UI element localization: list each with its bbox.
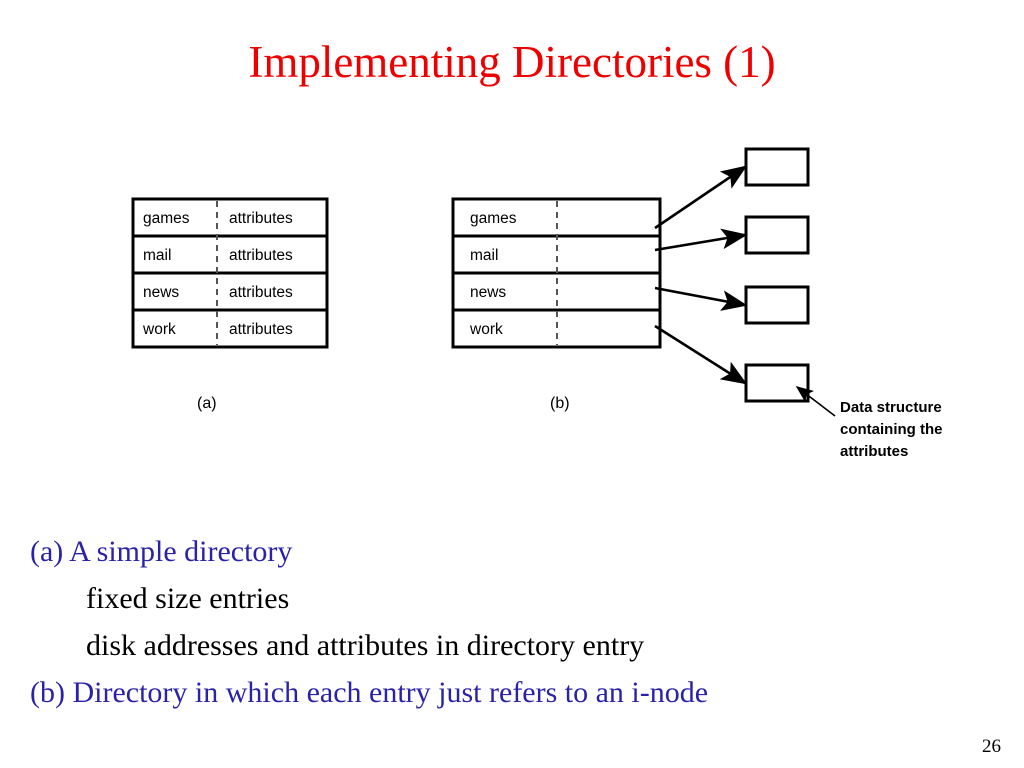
annotation-line-1: Data structure <box>840 399 942 416</box>
pointer-arrow-mail <box>654 228 748 252</box>
table-row: news <box>470 284 506 301</box>
entry-name: news <box>143 284 179 301</box>
entry-name: games <box>470 210 517 227</box>
page-title: Implementing Directories (1) <box>248 37 776 87</box>
figure-caption-a: (a) <box>197 395 217 412</box>
inode-box-list <box>744 147 810 403</box>
pointer-arrow-news <box>654 286 748 311</box>
entry-name: mail <box>470 247 498 264</box>
inode-box <box>744 215 810 255</box>
page-number: 26 <box>982 736 1001 757</box>
table-row: news attributes <box>143 284 293 301</box>
entry-value: attributes <box>229 321 293 338</box>
bullet-item-a-sub-1: fixed size entries <box>86 582 290 615</box>
inode-box <box>744 147 810 187</box>
entry-value: attributes <box>229 284 293 301</box>
entry-name: work <box>142 321 176 338</box>
entry-name: work <box>469 321 503 338</box>
entry-name: mail <box>143 247 171 264</box>
entry-name: games <box>143 210 190 227</box>
bullet-item-b: (b) Directory in which each entry just r… <box>30 676 709 709</box>
table-row: games <box>470 210 517 227</box>
entry-value: attributes <box>229 210 293 227</box>
annotation-callout: Data structure containing the attributes <box>795 386 943 460</box>
inode-pointer-arrows <box>654 165 748 385</box>
figure-caption-b: (b) <box>550 395 570 412</box>
entry-name: news <box>470 284 506 301</box>
table-a: games attributes mail attributes news at… <box>131 197 329 412</box>
directory-diagram: games attributes mail attributes news at… <box>0 130 1024 480</box>
annotation-arrow <box>795 386 836 417</box>
inode-box <box>744 285 810 325</box>
pointer-arrow-games <box>654 165 748 230</box>
bullet-item-a: (a) A simple directory <box>30 535 293 568</box>
table-row: work attributes <box>142 321 293 338</box>
table-b: games mail news work (b) <box>451 197 662 412</box>
bullet-list: (a) A simple directory fixed size entrie… <box>30 528 1020 716</box>
annotation-line-3: attributes <box>840 443 908 460</box>
table-row: mail <box>470 247 498 264</box>
table-row: games attributes <box>143 210 293 227</box>
entry-value: attributes <box>229 247 293 264</box>
table-row: work <box>469 321 503 338</box>
pointer-arrow-work <box>654 324 748 385</box>
table-row: mail attributes <box>143 247 293 264</box>
annotation-line-2: containing the <box>840 421 943 438</box>
bullet-item-a-sub-2: disk addresses and attributes in directo… <box>86 629 645 662</box>
inode-box <box>744 363 810 403</box>
